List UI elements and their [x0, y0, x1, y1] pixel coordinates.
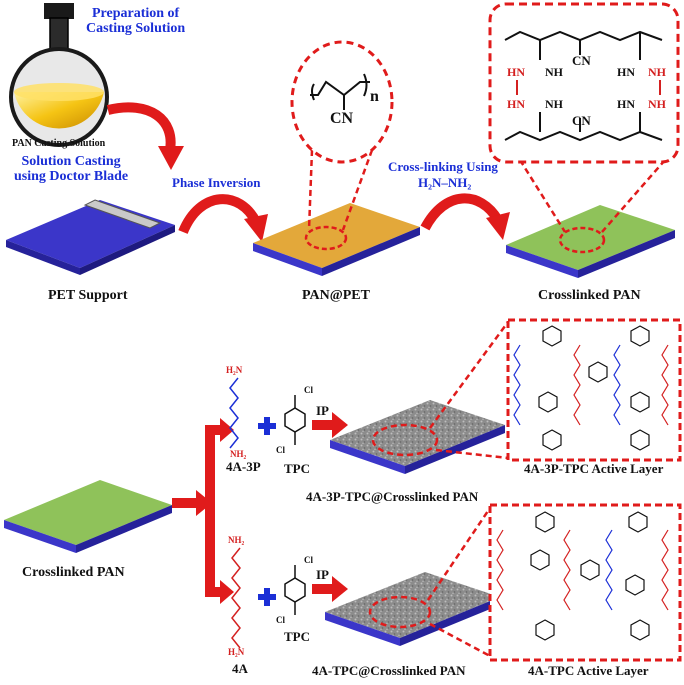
phase-inversion-arrow — [178, 194, 261, 235]
tpc-molecule-top — [284, 395, 306, 445]
active-bottom-label: 4A-TPC Active Layer — [528, 663, 649, 678]
cl-label-3: Cl — [304, 555, 313, 565]
cl-label-2: Cl — [276, 445, 285, 455]
nh2-label-top: NH₂ — [230, 449, 247, 459]
pan-cn-label: CN — [330, 110, 354, 127]
cl-label-4: Cl — [276, 615, 285, 625]
crosslinked-pan-plate-top — [506, 205, 675, 278]
active-layer-box-bottom — [426, 503, 682, 662]
nh-red-label-2: NH — [648, 97, 666, 111]
product-plate-top — [330, 400, 505, 474]
crosslinked-pan-plate-bottom — [4, 480, 172, 553]
amine-4a-molecule — [231, 547, 241, 649]
hn-red-label-2: HN — [507, 97, 525, 111]
monomer-4a-label: 4A — [232, 661, 248, 676]
crosslinked-pan-bottom-label: Crosslinked PAN — [22, 565, 125, 580]
prep-label: Preparation of Casting Solution — [86, 6, 186, 37]
nh-label-1: NH — [545, 65, 563, 79]
plus-icon-top — [258, 417, 276, 435]
nh-label-2: NH — [545, 97, 563, 111]
split-arrow — [172, 418, 234, 604]
cn-label-bottom: CN — [572, 113, 591, 128]
crosslinked-pan-top-label: Crosslinked PAN — [538, 288, 641, 303]
pan-solution-label: PAN Casting Solution — [12, 138, 106, 149]
crosslinking-label: Cross-linking Using — [388, 159, 498, 174]
hn-label-1: HN — [617, 65, 635, 79]
product-bottom-label: 4A-TPC@Crosslinked PAN — [312, 663, 466, 678]
ip-arrow-bottom — [312, 576, 348, 602]
casting-arrow — [106, 102, 176, 151]
monomer-4a3p-label: 4A-3P — [226, 459, 261, 474]
ip-top-label: IP — [316, 403, 329, 418]
product-top-label: 4A-3P-TPC@Crosslinked PAN — [306, 489, 479, 504]
repeat-n-label: n — [370, 88, 379, 105]
cn-label-top: CN — [572, 53, 591, 68]
pan-pet-plate — [253, 203, 420, 276]
h2n-label-top: H₂N — [226, 365, 243, 375]
tpc-bottom-label: TPC — [284, 629, 310, 644]
active-top-label: 4A-3P-TPC Active Layer — [524, 461, 664, 476]
pan-zoom-callout — [290, 40, 394, 231]
casting-arrow-head — [158, 146, 184, 170]
ip-arrow-top — [312, 412, 348, 438]
pan-pet-label: PAN@PET — [302, 288, 370, 303]
pet-support-plate — [6, 199, 175, 275]
amine-4a3p-molecule — [229, 377, 239, 449]
hydrazine-label: H₂N–NH₂ — [418, 175, 472, 190]
product-plate-bottom — [325, 572, 500, 646]
nh-red-label-1: NH — [648, 65, 666, 79]
doctor-blade-icon — [83, 199, 162, 229]
crosslinked-structure-box — [488, 2, 680, 233]
nh2-label-bottom-1: NH₂ — [228, 535, 245, 545]
hn-label-2: HN — [617, 97, 635, 111]
tpc-molecule-bottom — [284, 565, 306, 615]
tpc-top-label: TPC — [284, 461, 310, 476]
h2n-label-bottom: H₂N — [228, 647, 245, 657]
pet-support-label: PET Support — [48, 288, 128, 303]
hn-red-label-1: HN — [507, 65, 525, 79]
cl-label-1: Cl — [304, 385, 313, 395]
active-layer-box-top — [428, 318, 682, 462]
solution-casting-label: Solution Casting using Doctor Blade — [14, 154, 129, 185]
flask-icon — [9, 3, 109, 147]
crosslinking-arrow — [420, 193, 503, 231]
phase-inversion-label: Phase Inversion — [172, 175, 261, 190]
plus-icon-bottom — [258, 588, 276, 606]
ip-bottom-label: IP — [316, 567, 329, 582]
